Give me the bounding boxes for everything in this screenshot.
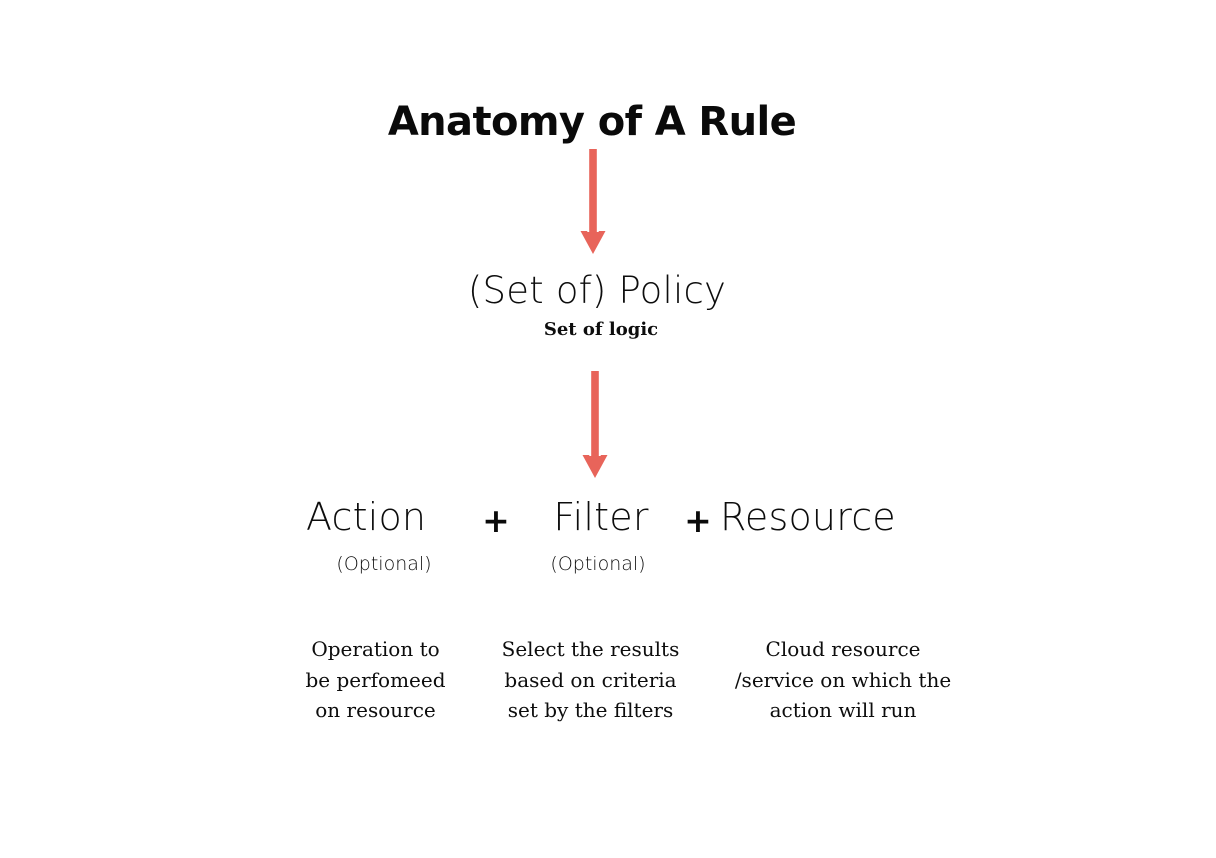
part-filter: Filter (Optional): [526, 498, 676, 575]
part-action-term: Action: [306, 495, 427, 539]
parts-description-row: Operation to be perfomeed on resource Se…: [278, 634, 978, 726]
operator-plus-1: +: [466, 498, 526, 539]
down-arrow-icon-title-to-policy: [573, 149, 613, 257]
part-filter-description: Select the results based on criteria set…: [501, 637, 680, 722]
page-title-text: Anatomy of A Rule: [387, 99, 797, 145]
part-filter-optional: (Optional): [550, 553, 646, 575]
part-action-optional: (Optional): [336, 553, 432, 575]
part-action-description: Operation to be perfomeed on resource: [305, 637, 446, 722]
policy-sublabel: Set of logic: [543, 318, 659, 340]
down-arrow-icon-policy-to-parts: [575, 371, 615, 481]
parts-heading-row: Action (Optional) + Filter (Optional) + …: [278, 498, 948, 575]
part-filter-term: Filter: [553, 495, 649, 539]
part-resource: Resource: [720, 498, 930, 536]
policy-node: (Set of) Policy Set of logic: [0, 269, 1216, 340]
plus-icon-1: +: [482, 501, 510, 540]
plus-icon-2: +: [684, 501, 712, 540]
part-action: Action (Optional): [278, 498, 466, 575]
part-resource-term: Resource: [720, 495, 896, 539]
part-resource-description: Cloud resource /service on which the act…: [734, 637, 952, 722]
operator-plus-2: +: [676, 498, 720, 539]
policy-label: (Set of) Policy: [467, 269, 727, 312]
page-title: Anatomy of A Rule: [0, 100, 1216, 144]
